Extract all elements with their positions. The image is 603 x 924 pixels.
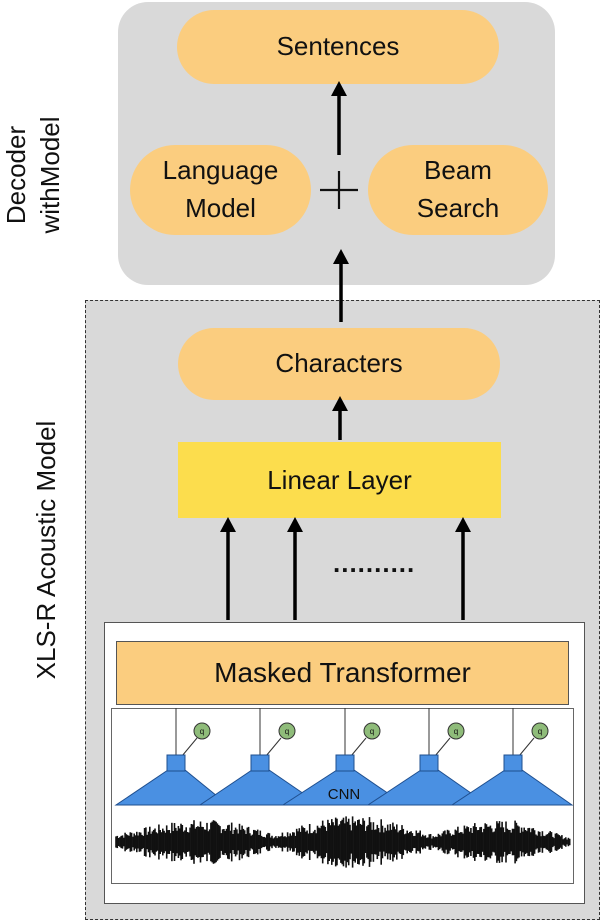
quantizer-label: q: [538, 727, 542, 736]
masked-transformer-box: Masked Transformer: [116, 641, 569, 705]
linear-layer-label: Linear Layer: [267, 464, 412, 495]
arrowhead-decoder: [333, 249, 349, 264]
arrowhead-linear-3: [455, 517, 471, 532]
masked-transformer-label: Masked Transformer: [214, 657, 471, 688]
quantizer-icon: [531, 722, 549, 740]
arrowhead-linear-1: [220, 517, 236, 532]
characters-box: Characters: [178, 328, 500, 400]
arrowhead-characters: [332, 396, 348, 411]
quantizer-icon: [447, 722, 465, 740]
arrowhead-linear-2: [287, 517, 303, 532]
sentences-box: Sentences: [177, 10, 499, 84]
ellipsis: ..........: [333, 548, 416, 578]
quantizer-label: q: [370, 727, 374, 736]
cnn-label: CNN: [328, 786, 361, 803]
characters-label: Characters: [275, 348, 403, 379]
sentences-label: Sentences: [276, 31, 400, 62]
beam-search-label-line2: Search: [416, 193, 500, 223]
language-model-box: Language Model: [130, 145, 311, 235]
arrowhead-sentences: [331, 81, 347, 96]
audio-waveform: [115, 816, 571, 868]
quantizer-icon: [193, 722, 211, 740]
plus-icon: [320, 171, 358, 209]
beam-search-box: Beam Search: [368, 145, 548, 235]
quantizer-label: q: [285, 727, 289, 736]
quantizer-label: q: [200, 727, 204, 736]
quantizer-label: q: [454, 727, 458, 736]
language-model-label-line2: Model: [185, 193, 256, 223]
quantizer-icon: [363, 722, 381, 740]
quantizer-icon: [278, 722, 296, 740]
beam-search-label-line1: Beam: [424, 155, 492, 186]
cnn-encoder: q q q q q CNN: [114, 708, 574, 806]
language-model-label-line1: Language: [162, 155, 279, 186]
linear-layer-box: Linear Layer: [178, 442, 501, 518]
